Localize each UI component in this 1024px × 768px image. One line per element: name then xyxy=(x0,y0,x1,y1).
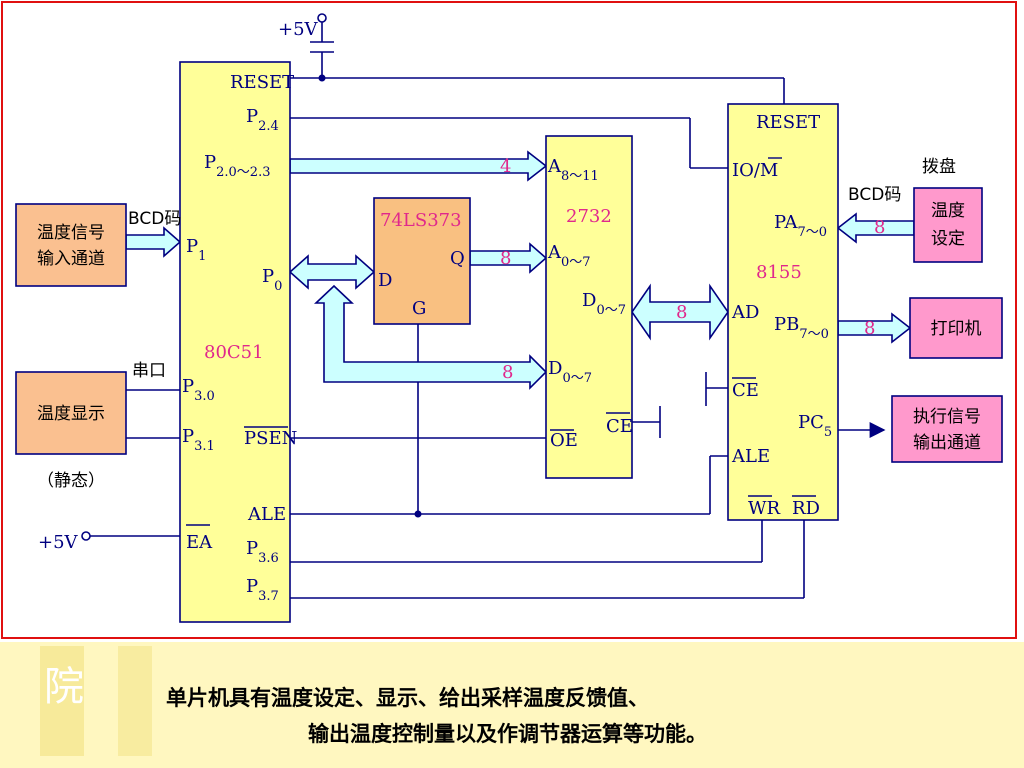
eprom-din-pin: D0～7 xyxy=(548,358,592,386)
bus-p0-latch xyxy=(288,254,376,290)
latch-d-pin: D xyxy=(378,270,392,291)
footer-caption-line1: 单片机具有温度设定、显示、给出采样温度反馈值、 xyxy=(166,686,649,710)
bus-width-q: 8 xyxy=(500,248,511,269)
eprom-a811-pin: A8～11 xyxy=(547,156,599,184)
vcc-terminal-ea xyxy=(81,531,91,541)
footer-background xyxy=(0,642,1024,768)
vcc-top-label: +5V xyxy=(278,19,319,40)
pio-rd-pin: RD xyxy=(792,498,820,519)
display-box xyxy=(15,371,127,455)
eprom-dout-pin: D0～7 xyxy=(582,290,626,318)
printer-box xyxy=(909,297,1003,359)
footer-watermark-band-2 xyxy=(118,646,152,756)
pio-name: 8155 xyxy=(756,262,802,283)
pio-ad-pin: AD xyxy=(731,302,759,323)
mcu-p20-pin: P2.0～2.3 xyxy=(204,152,270,180)
serial-label: 串口 xyxy=(132,361,166,381)
printer-label: 打印机 xyxy=(931,319,982,339)
mcu-p36-pin: P3.6 xyxy=(246,538,279,566)
footer-caption-line2: 输出温度控制量以及作调节器运算等功能。 xyxy=(308,722,707,746)
eprom-ce-pin: CE xyxy=(606,416,633,437)
latch-chip xyxy=(373,197,471,325)
temp-input-code: BCD码 xyxy=(128,209,181,229)
mcu-psen-pin: PSEN xyxy=(244,428,297,449)
display-note: （静态） xyxy=(37,471,105,491)
pio-pc5-pin: PC5 xyxy=(798,412,832,440)
bus-width-pb: 8 xyxy=(864,318,875,339)
latch-name: 74LS373 xyxy=(380,210,462,231)
dial-line2: 设定 xyxy=(931,229,965,249)
pio-pb-pin: PB7～0 xyxy=(774,314,829,342)
pio-chip xyxy=(727,103,839,521)
footer-watermark-band xyxy=(40,646,84,756)
buses xyxy=(125,150,915,390)
pio-ale-pin: ALE xyxy=(731,446,770,467)
temp-input-box xyxy=(15,203,127,287)
display-label: 温度显示 xyxy=(37,404,105,424)
pio-wr-pin: WR xyxy=(748,498,781,519)
latch-q-pin: Q xyxy=(450,248,465,269)
bus-width-ad: 8 xyxy=(676,302,687,323)
eprom-oe-pin: OE xyxy=(550,430,578,451)
dial-box xyxy=(913,187,983,263)
temp-input-line2: 输入通道 xyxy=(37,249,105,269)
eprom-name: 2732 xyxy=(566,206,612,227)
pio-iom-pin: IO/M xyxy=(732,160,778,181)
actuator-line2: 输出通道 xyxy=(913,433,981,453)
pio-pa-pin: PA7～0 xyxy=(774,212,827,240)
dial-title: 拨盘 xyxy=(922,157,956,177)
bus-width-p2: 4 xyxy=(500,156,511,177)
diagram-border xyxy=(1,1,1017,639)
temp-input-line1: 温度信号 xyxy=(37,223,105,243)
mcu-name: 80C51 xyxy=(204,342,264,363)
mcu-reset-pin: RESET xyxy=(230,72,294,93)
eprom-chip xyxy=(545,135,633,479)
bus-q-a07 xyxy=(469,242,548,274)
pio-reset-pin: RESET xyxy=(756,112,820,133)
dial-line1: 温度 xyxy=(931,201,965,221)
eprom-a07-pin: A0～7 xyxy=(547,242,591,270)
mcu-p37-pin: P3.7 xyxy=(246,576,279,604)
mcu-p24-pin: P2.4 xyxy=(246,106,279,134)
junction-reset xyxy=(318,74,326,82)
bus-p1-in xyxy=(125,226,182,258)
mcu-p1-pin: P1 xyxy=(186,236,206,264)
bus-p0-d07 xyxy=(313,284,548,390)
bus-width-pa: 8 xyxy=(874,217,885,238)
bus-width-p0: 8 xyxy=(502,362,513,383)
mcu-ale-pin: ALE xyxy=(247,504,286,525)
bus-p2-a811 xyxy=(289,150,548,182)
dial-code: BCD码 xyxy=(848,185,901,205)
junction-ale xyxy=(414,510,422,518)
actuator-box xyxy=(891,395,1003,463)
mcu-ea-pin: EA xyxy=(186,532,213,553)
actuator-line1: 执行信号 xyxy=(913,407,981,427)
wires xyxy=(90,22,886,599)
vcc-ea-label: +5V xyxy=(38,532,79,553)
mcu-p30-pin: P3.0 xyxy=(182,376,215,404)
footer-watermark: 院 xyxy=(44,664,84,710)
mcu-p0-pin: P0 xyxy=(262,266,282,294)
mcu-p31-pin: P3.1 xyxy=(182,426,215,454)
pio-ce-pin: CE xyxy=(732,380,759,401)
mcu-chip xyxy=(179,61,291,623)
bus-pb-out xyxy=(837,312,912,344)
latch-g-pin: G xyxy=(412,298,426,319)
vcc-terminal-top xyxy=(317,13,327,23)
